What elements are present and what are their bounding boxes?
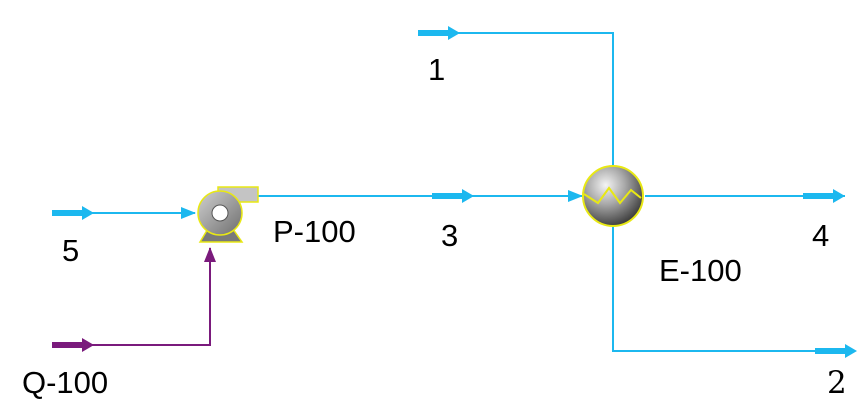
stream-2[interactable]: 2 <box>612 226 857 401</box>
stream-1-label: 1 <box>428 52 445 87</box>
pump-p100[interactable]: P-100 <box>197 186 356 249</box>
stream-3-label: 3 <box>441 218 458 253</box>
energy-stream-q100-label: Q-100 <box>22 365 108 400</box>
stream-5[interactable]: 5 <box>52 206 196 268</box>
heat-exchanger-e100-label: E-100 <box>659 253 742 288</box>
pump-icon <box>197 186 259 243</box>
stream-3[interactable]: 3 <box>258 189 583 253</box>
stream-1[interactable]: 1 <box>418 26 619 181</box>
pump-p100-label: P-100 <box>273 214 356 249</box>
heat-exchanger-icon <box>582 165 644 227</box>
stream-4-label: 4 <box>812 218 829 253</box>
energy-stream-q100[interactable]: Q-100 <box>22 247 216 400</box>
heat-exchanger-e100[interactable]: E-100 <box>582 165 742 288</box>
stream-2-label: 2 <box>827 365 847 401</box>
stream-4[interactable]: 4 <box>645 189 845 253</box>
stream-5-label: 5 <box>62 233 79 268</box>
